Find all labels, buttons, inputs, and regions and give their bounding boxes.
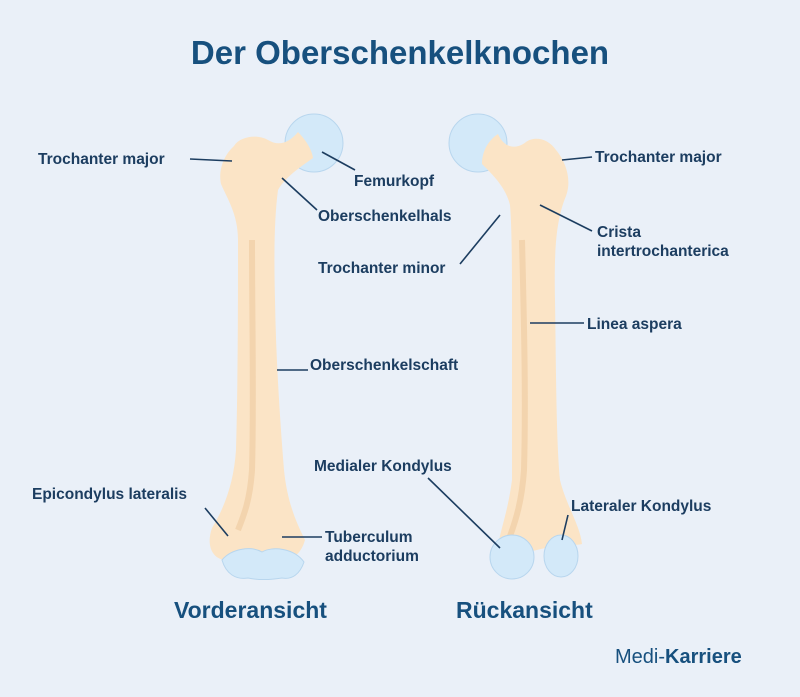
label-back-medialer-kondylus: Medialer Kondylus: [314, 458, 452, 475]
leader-back-crista: [539, 204, 593, 232]
leader-front-trochanter-major: [189, 158, 233, 162]
leader-back-medialer-kondylus: [427, 477, 501, 549]
leader-lines: [189, 151, 593, 549]
page-title: Der Oberschenkelknochen: [190, 34, 610, 71]
back-femur-shaft: [482, 134, 582, 553]
brand-part2: Karriere: [665, 646, 742, 668]
leader-back-trochanter-minor: [459, 214, 501, 265]
front-femur: [209, 113, 344, 580]
label-back-linea-aspera: Linea aspera: [587, 316, 682, 333]
leader-front-epicondylus: [204, 507, 229, 537]
label-back-trochanter-major: Trochanter major: [595, 149, 722, 166]
caption-vorderansicht: Vorderansicht: [174, 597, 327, 623]
leader-back-lateraler-kondylus: [561, 514, 569, 541]
label-front-tuberculum-line2: adductorium: [325, 548, 419, 565]
leader-back-trochanter-major: [561, 156, 593, 161]
label-back-crista-line2: intertrochanterica: [597, 243, 729, 260]
back-lateral-condyle: [543, 534, 579, 578]
label-front-tuberculum-line1: Tuberculum: [325, 529, 413, 546]
label-front-oberschenkelschaft: Oberschenkelschaft: [310, 357, 459, 374]
label-front-oberschenkelhals: Oberschenkelhals: [318, 208, 452, 225]
label-back-crista-line1: Crista: [597, 224, 641, 241]
back-femur: [448, 113, 582, 580]
label-back-trochanter-minor: Trochanter minor: [318, 260, 446, 277]
back-medial-condyle: [489, 534, 535, 580]
leader-front-femurkopf: [321, 151, 356, 171]
front-femur-shaft: [209, 132, 313, 561]
label-front-femurkopf: Femurkopf: [354, 173, 435, 190]
front-shaft-shading: [235, 239, 256, 532]
label-back-lateraler-kondylus: Lateraler Kondylus: [571, 498, 712, 515]
leader-front-oberschenkelhals: [281, 177, 318, 211]
brand-part1: Medi-: [615, 646, 666, 668]
label-front-trochanter-major: Trochanter major: [38, 151, 165, 168]
caption-rueckansicht: Rückansicht: [456, 597, 593, 623]
label-front-epicondylus-lateralis: Epicondylus lateralis: [32, 486, 188, 503]
brand-logo: Medi-Karriere: [615, 646, 742, 669]
front-condyle-cartilage: [221, 548, 305, 580]
back-shaft-shading: [507, 239, 528, 538]
